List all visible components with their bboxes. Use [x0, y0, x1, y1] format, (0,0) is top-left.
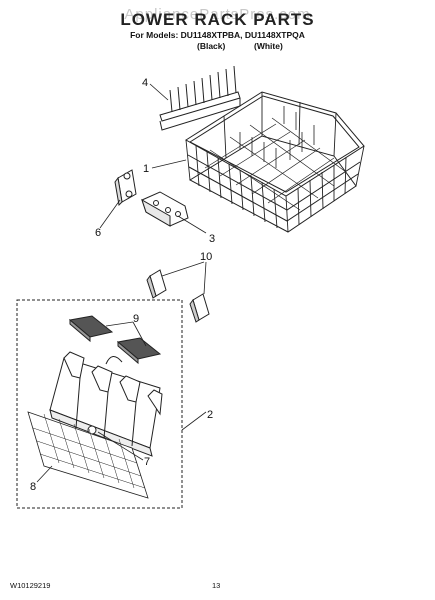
- part-10-clips: [146, 269, 210, 323]
- leader-lines: [36, 83, 207, 483]
- part-3-bracket: [141, 191, 189, 227]
- callout-1: 1: [143, 163, 149, 175]
- part-1-rack: [185, 91, 365, 233]
- part-2-basket: [49, 351, 163, 457]
- page-number: 13: [212, 581, 221, 590]
- callout-3: 3: [209, 233, 215, 245]
- callout-4: 4: [142, 77, 148, 89]
- callout-2: 2: [207, 409, 213, 421]
- variant-white: (White): [254, 41, 283, 51]
- model-subtitle: For Models: DU1148XTPBA, DU1148XTPQA: [130, 30, 305, 40]
- callout-10: 10: [200, 251, 212, 263]
- part-8-lid: [27, 411, 149, 499]
- part-2-assembly-boundary: [16, 299, 183, 509]
- variant-black: (Black): [197, 41, 226, 51]
- part-9-covers: [68, 315, 162, 365]
- part-6-wheel: [114, 169, 137, 207]
- callout-6: 6: [95, 227, 101, 239]
- callout-7: 7: [144, 456, 150, 468]
- callout-9: 9: [133, 313, 139, 325]
- callout-8: 8: [30, 481, 36, 493]
- page-title: LOWER RACK PARTS: [120, 10, 315, 29]
- watermark: AppliancePartsPros.com: [124, 6, 311, 23]
- document-number: W10129219: [10, 581, 51, 590]
- part-4-tines: [159, 65, 241, 131]
